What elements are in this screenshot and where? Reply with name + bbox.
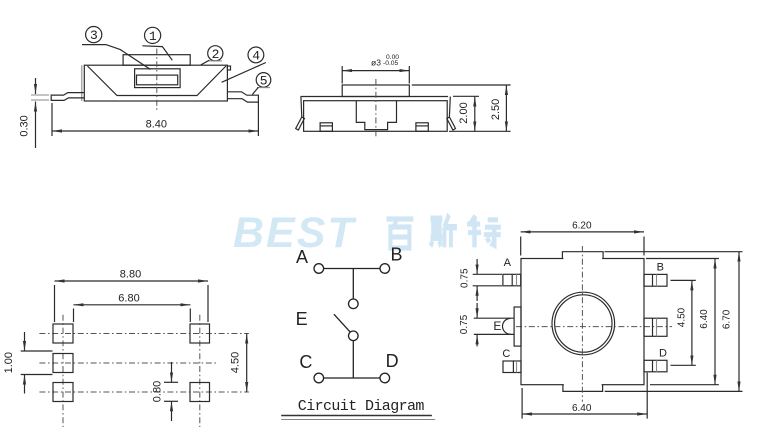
svg-text:6.40: 6.40 bbox=[572, 403, 592, 414]
svg-text:2.50: 2.50 bbox=[490, 99, 502, 120]
svg-text:D: D bbox=[659, 347, 667, 359]
svg-text:B: B bbox=[390, 245, 402, 265]
svg-text:B: B bbox=[657, 262, 664, 274]
svg-text:6.70: 6.70 bbox=[722, 309, 733, 329]
svg-text:C: C bbox=[299, 352, 312, 372]
svg-text:6.80: 6.80 bbox=[118, 292, 139, 304]
svg-text:3: 3 bbox=[90, 28, 98, 43]
svg-text:8.40: 8.40 bbox=[146, 119, 167, 131]
svg-text:E: E bbox=[493, 319, 501, 333]
svg-text:A: A bbox=[504, 257, 512, 269]
svg-text:6.20: 6.20 bbox=[572, 221, 592, 232]
svg-text:8.80: 8.80 bbox=[120, 269, 141, 281]
svg-text:4.50: 4.50 bbox=[229, 352, 241, 373]
svg-text:1.00: 1.00 bbox=[3, 352, 15, 373]
svg-text:BEST: BEST bbox=[233, 209, 357, 257]
svg-text:Circuit Diagram: Circuit Diagram bbox=[298, 398, 425, 415]
svg-text:-0.05: -0.05 bbox=[383, 60, 399, 67]
svg-text:A: A bbox=[296, 247, 308, 267]
svg-text:1: 1 bbox=[149, 29, 157, 44]
svg-text:0.75: 0.75 bbox=[459, 314, 470, 334]
svg-text:2: 2 bbox=[212, 47, 220, 62]
svg-text:0.30: 0.30 bbox=[18, 115, 30, 136]
svg-text:ø3: ø3 bbox=[371, 57, 381, 67]
svg-text:4: 4 bbox=[252, 48, 260, 63]
svg-text:5: 5 bbox=[260, 73, 268, 88]
svg-text:0.75: 0.75 bbox=[459, 268, 470, 288]
svg-text:4.50: 4.50 bbox=[677, 307, 688, 327]
svg-text:6.40: 6.40 bbox=[699, 309, 710, 329]
svg-text:D: D bbox=[386, 351, 399, 371]
svg-text:0.00: 0.00 bbox=[386, 54, 399, 61]
svg-text:E: E bbox=[296, 309, 308, 329]
svg-text:C: C bbox=[502, 348, 510, 360]
svg-text:2.00: 2.00 bbox=[458, 102, 470, 123]
svg-text:0.80: 0.80 bbox=[152, 381, 164, 402]
